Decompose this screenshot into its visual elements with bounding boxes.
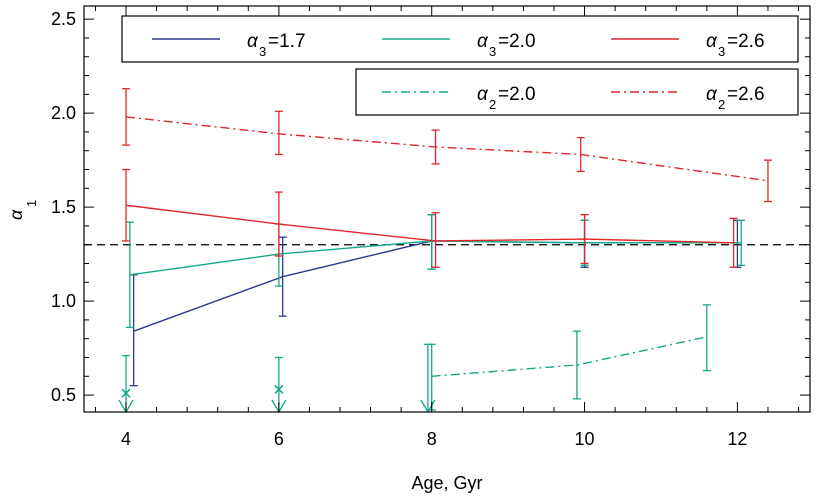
x-tick-label: 10	[575, 429, 595, 449]
x-axis-label: Age, Gyr	[411, 473, 482, 493]
x-tick-label: 4	[121, 429, 131, 449]
legend-label-value: =1.7	[268, 31, 306, 52]
legend-label-value: =2.6	[727, 84, 765, 105]
x-tick-label: 12	[727, 429, 747, 449]
y-axis-label: α 1	[6, 200, 39, 220]
x-marker	[274, 384, 284, 394]
legend-label-symbol: α	[477, 84, 489, 105]
legend-label-symbol: α	[706, 84, 718, 105]
series-3	[122, 168, 738, 268]
legend-label-value: =2.6	[727, 31, 765, 52]
series-group	[118, 88, 772, 414]
legend-label-subscript: 2	[718, 97, 725, 112]
series-4	[122, 88, 772, 203]
series-5	[427, 304, 711, 411]
y-axis-label-base: α	[6, 209, 26, 220]
x-tick-label: 8	[427, 429, 437, 449]
legend-label-subscript: 3	[718, 44, 725, 59]
y-tick-label: 1.0	[51, 291, 76, 311]
legend-label-symbol: α	[706, 31, 718, 52]
y-tick-label: 1.5	[51, 197, 76, 217]
y-tick-label: 2.5	[51, 9, 76, 29]
series-line	[125, 116, 769, 182]
legend-label-symbol: α	[477, 31, 489, 52]
series-line	[431, 336, 707, 377]
series-line	[125, 204, 734, 244]
x-marker	[121, 388, 131, 398]
legend-label-symbol: α	[247, 31, 259, 52]
y-tick-label: 0.5	[51, 385, 76, 405]
upper-limit	[420, 343, 436, 414]
legend-label-subscript: 3	[489, 44, 496, 59]
axes-group: 4 6 8 10 12 0.5 1.0 1.5 2.0 2.5	[51, 5, 811, 449]
x-tick-label: 6	[274, 429, 284, 449]
legend-frame	[355, 68, 799, 116]
legend-label-value: =2.0	[498, 31, 536, 52]
legend-frame	[121, 15, 799, 63]
plot-frame	[83, 5, 811, 413]
y-tick-label: 2.0	[51, 103, 76, 123]
legend-label-value: =2.0	[498, 84, 536, 105]
y-axis-label-subscript: 1	[24, 200, 39, 207]
legend-label-subscript: 2	[489, 97, 496, 112]
legend-label-subscript: 3	[259, 44, 266, 59]
